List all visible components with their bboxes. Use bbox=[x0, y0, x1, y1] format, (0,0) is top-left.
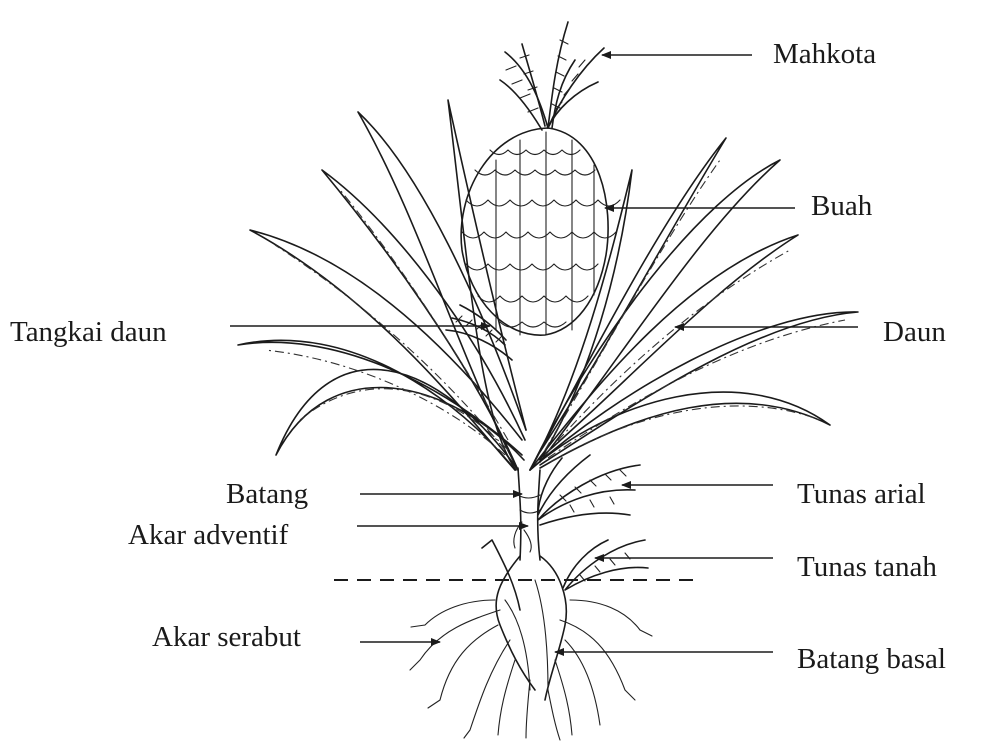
basal-stem-drawing bbox=[482, 540, 566, 700]
label-akar-serabut: Akar serabut bbox=[152, 621, 301, 653]
label-daun: Daun bbox=[883, 316, 946, 348]
label-tangkai-daun: Tangkai daun bbox=[10, 316, 167, 348]
label-buah: Buah bbox=[811, 190, 873, 222]
aerial-sucker-drawing bbox=[538, 455, 640, 525]
pineapple-plant-illustration bbox=[238, 22, 858, 740]
label-tunas-arial: Tunas arial bbox=[797, 478, 926, 510]
label-akar-adventif: Akar adventif bbox=[128, 519, 289, 551]
ground-sucker-drawing bbox=[563, 540, 648, 590]
leaves-drawing bbox=[238, 100, 858, 470]
stem-drawing bbox=[518, 468, 540, 560]
fibrous-roots-drawing bbox=[410, 600, 652, 740]
label-mahkota: Mahkota bbox=[773, 38, 876, 70]
label-batang: Batang bbox=[226, 478, 308, 510]
leader-lines bbox=[230, 55, 858, 652]
label-tunas-tanah: Tunas tanah bbox=[797, 551, 937, 583]
crown-drawing bbox=[500, 22, 604, 130]
label-batang-basal: Batang basal bbox=[797, 643, 946, 675]
